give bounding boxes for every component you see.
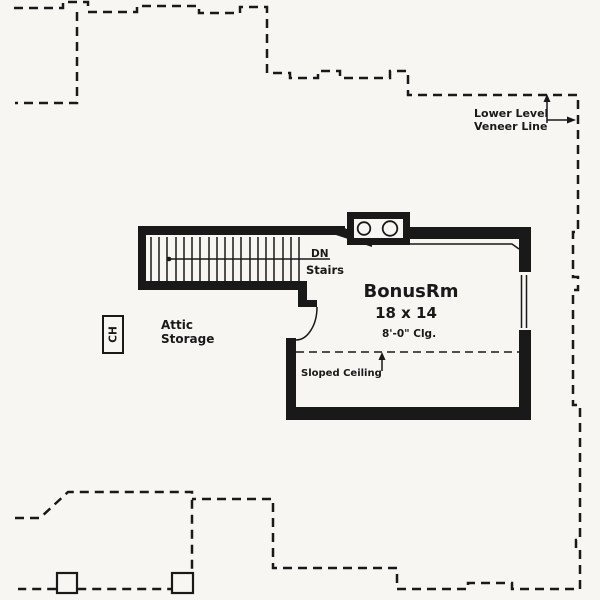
attic-storage-label-line2: Storage xyxy=(161,332,214,346)
porch-post-left xyxy=(55,571,79,595)
lower-level-label-line2: Veneer Line xyxy=(474,120,547,133)
stair-left-wall xyxy=(138,226,146,290)
porch-posts xyxy=(55,571,195,595)
bonus-room-dimensions: 18 x 14 xyxy=(375,304,437,322)
text-labels: Lower Level Veneer Line DN Stairs BonusR… xyxy=(161,107,548,379)
stairs-label: Stairs xyxy=(306,263,344,277)
wall-step xyxy=(298,290,307,302)
stairs-dn-label: DN xyxy=(311,248,329,260)
attic-storage-label-line1: Attic xyxy=(161,318,193,332)
veneer-outline xyxy=(14,0,582,591)
veneer-arrowhead-right xyxy=(567,116,576,124)
veneer-outline-upper-left-wing xyxy=(15,12,79,105)
flue-right xyxy=(381,220,399,237)
chimney-chase-interior xyxy=(354,219,403,238)
bonus-right-wall-upper xyxy=(519,227,531,272)
flue-left xyxy=(356,221,372,236)
window xyxy=(520,275,528,328)
door-swing-arc xyxy=(295,306,318,341)
stair-top-wall xyxy=(138,226,345,235)
bonus-room-walls xyxy=(286,227,531,420)
veneer-outline-main xyxy=(14,0,582,591)
bonus-bottom-wall xyxy=(286,407,531,420)
stair-direction-origin-dot xyxy=(166,256,172,262)
veneer-arrowhead-up xyxy=(543,94,551,102)
sloped-ceiling-label: Sloped Ceiling xyxy=(301,368,382,379)
bonus-room-ceiling-height: 8'-0" Clg. xyxy=(382,328,436,340)
bonus-right-wall-lower xyxy=(519,330,531,420)
porch-post-right xyxy=(170,571,195,595)
bonus-left-wall xyxy=(286,338,296,420)
veneer-outline-lower-left-wing xyxy=(15,490,194,591)
chase-box: CH xyxy=(102,315,124,354)
sloped-ceiling-arrowhead xyxy=(378,352,386,360)
chase-box-outline xyxy=(102,315,124,354)
chimney-chase xyxy=(347,212,410,245)
lower-level-label-line1: Lower Level xyxy=(474,107,548,120)
bonus-room-name: BonusRm xyxy=(363,281,458,302)
annotation-arrows xyxy=(378,94,576,371)
stairs xyxy=(138,226,372,302)
bonus-top-wall xyxy=(405,227,531,239)
chase-label: CH xyxy=(108,326,120,343)
stair-bottom-wall xyxy=(138,281,307,290)
door-leaf xyxy=(298,300,317,307)
ceiling-break-line xyxy=(410,243,520,250)
